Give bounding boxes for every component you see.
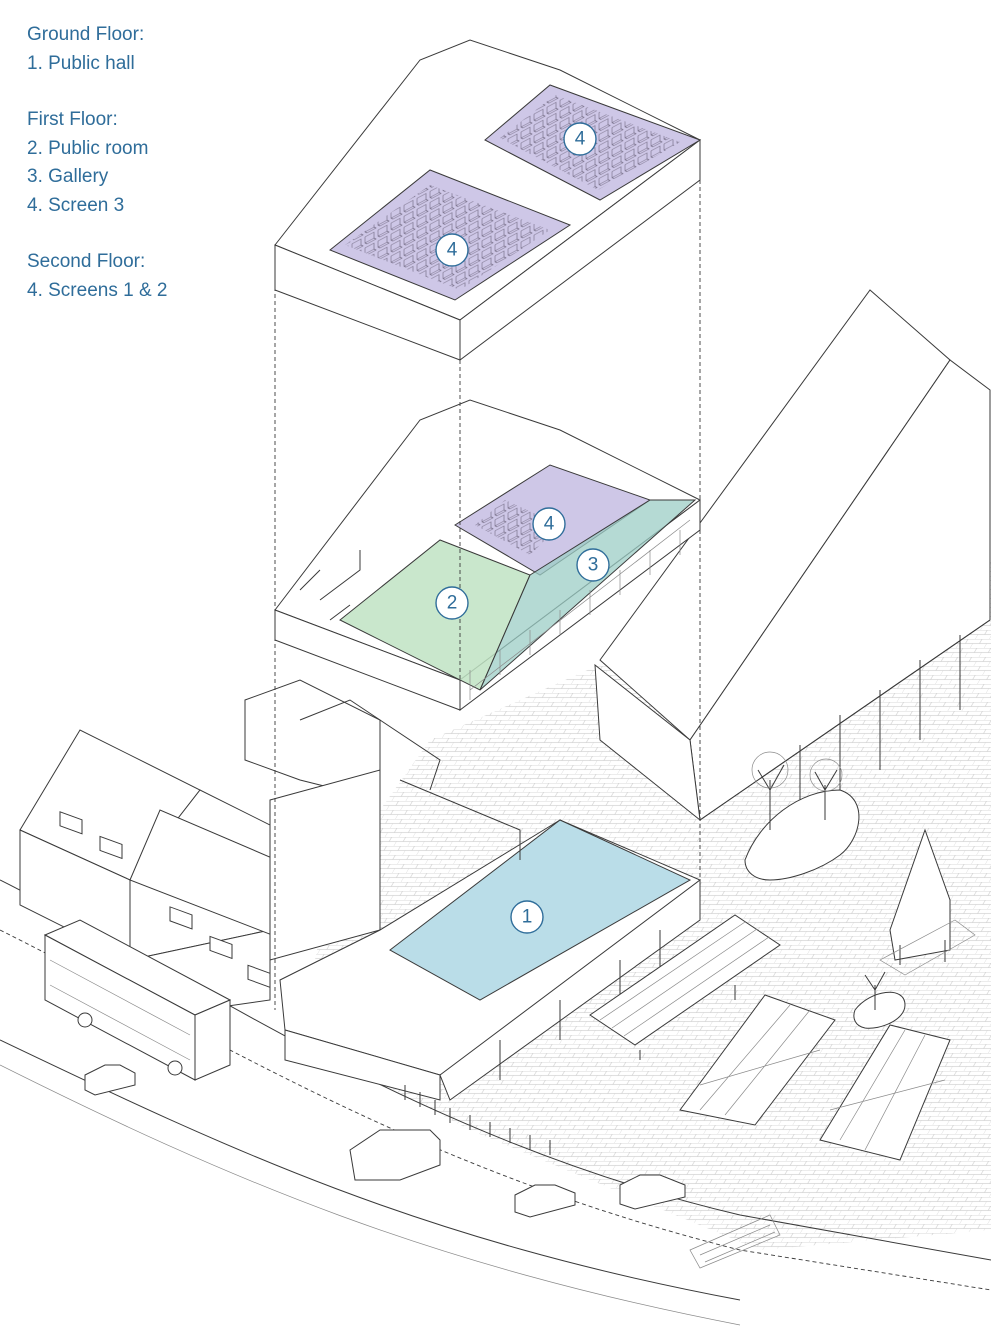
marker-public-room: 2	[435, 586, 469, 620]
marker-screen-1: 4	[435, 233, 469, 267]
legend-ground-title: Ground Floor:	[27, 24, 145, 45]
market-canopies	[589, 914, 951, 1161]
planters-trees	[744, 751, 976, 1029]
marker-screen-3-label: 4	[544, 514, 555, 535]
legend-first-title: First Floor:	[27, 109, 118, 130]
second-floor-block	[274, 39, 702, 361]
marker-screen-1-label: 4	[447, 240, 458, 261]
double-decker-bus	[43, 919, 232, 1081]
marker-gallery: 3	[576, 548, 610, 582]
floor-legend: Ground Floor: 1. Public hall First Floor…	[27, 21, 167, 333]
legend-second-floor: Second Floor: 4. Screens 1 & 2	[27, 248, 167, 305]
legend-item-public-room: 2. Public room	[27, 137, 149, 159]
legend-second-title: Second Floor:	[27, 251, 146, 272]
legend-ground-floor: Ground Floor: 1. Public hall	[27, 21, 167, 78]
marker-public-hall-circle	[510, 900, 544, 934]
legend-item-screens-1-2: 4. Screens 1 & 2	[27, 279, 168, 301]
legend-item-screen-3: 4. Screen 3	[27, 194, 125, 216]
marker-gallery-label: 3	[588, 555, 599, 576]
bollards	[404, 1085, 551, 1155]
marker-gallery-circle	[576, 548, 610, 582]
cars	[84, 1064, 686, 1218]
market-hall	[594, 289, 991, 830]
legend-item-gallery: 3. Gallery	[27, 166, 109, 187]
marker-screen-2: 4	[563, 122, 597, 156]
marker-public-hall-label: 1	[522, 907, 533, 928]
marker-public-hall: 1	[510, 900, 544, 934]
marker-screen-2-circle	[563, 122, 597, 156]
legend-item-public-hall: 1. Public hall	[27, 52, 135, 74]
marker-screen-1-circle	[435, 233, 469, 267]
marker-screen-3-circle	[532, 507, 566, 541]
marker-screen-2-label: 4	[575, 129, 586, 150]
marker-screen-3: 4	[532, 507, 566, 541]
marker-public-room-label: 2	[447, 593, 458, 614]
legend-first-floor: First Floor: 2. Public room 3. Gallery 4…	[27, 106, 167, 220]
neighbour-houses	[19, 679, 381, 1021]
marker-public-room-circle	[435, 586, 469, 620]
alignment-lines	[274, 180, 701, 1010]
